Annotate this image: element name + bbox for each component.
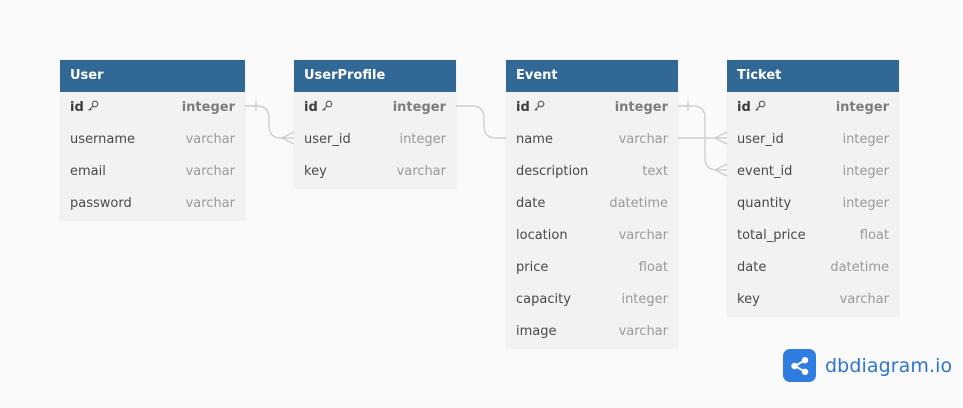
column-name: event_id — [737, 164, 793, 179]
column-row[interactable]: name varchar — [506, 124, 678, 156]
table-header-ticket[interactable]: Ticket — [727, 60, 899, 92]
column-type: integer — [181, 100, 235, 115]
connector-userprofile-event — [456, 105, 506, 139]
column-type: varchar — [396, 164, 446, 179]
column-name: email — [70, 164, 106, 179]
column-name: key — [737, 292, 760, 307]
brand-text: dbdiagram.io — [825, 354, 953, 377]
table-event[interactable]: Event id integer name varchar descriptio… — [506, 60, 678, 348]
column-name: username — [70, 132, 135, 147]
column-row[interactable]: total_price float — [727, 220, 899, 252]
column-name: image — [516, 324, 557, 339]
column-name: capacity — [516, 292, 571, 307]
column-type: integer — [842, 164, 889, 179]
column-type: float — [859, 228, 889, 243]
column-type: integer — [614, 100, 668, 115]
many-marker-userprofile-user-id-a — [281, 131, 295, 139]
table-userprofile[interactable]: UserProfile id integer user_id integer k… — [294, 60, 456, 188]
column-row[interactable]: id integer — [60, 92, 245, 124]
many-marker-ticket-user-id-b — [714, 137, 728, 145]
column-name: total_price — [737, 228, 806, 243]
table-header-userprofile[interactable]: UserProfile — [294, 60, 456, 92]
column-name: quantity — [737, 196, 792, 211]
column-row[interactable]: location varchar — [506, 220, 678, 252]
primary-key-icon — [87, 100, 99, 111]
column-name: key — [304, 164, 327, 179]
column-type: integer — [392, 100, 446, 115]
brand-logo-link[interactable]: dbdiagram.io — [783, 349, 952, 382]
column-row[interactable]: quantity integer — [727, 188, 899, 220]
column-type: datetime — [830, 260, 889, 275]
column-name: user_id — [304, 132, 351, 147]
many-marker-userprofile-user-id-b — [281, 137, 295, 145]
connector-event-ticket — [678, 105, 727, 171]
column-type: varchar — [185, 164, 235, 179]
column-name: price — [516, 260, 549, 275]
column-row[interactable]: id integer — [506, 92, 678, 124]
column-type: integer — [842, 196, 889, 211]
primary-key-icon — [754, 100, 766, 111]
column-row[interactable]: capacity integer — [506, 284, 678, 316]
column-row[interactable]: key varchar — [294, 156, 456, 188]
column-row[interactable]: user_id integer — [294, 124, 456, 156]
column-type: varchar — [618, 132, 668, 147]
primary-key-icon — [321, 100, 333, 111]
column-row[interactable]: key varchar — [727, 284, 899, 316]
column-row[interactable]: event_id integer — [727, 156, 899, 188]
column-type: integer — [842, 132, 889, 147]
column-type: text — [642, 164, 668, 179]
column-name: description — [516, 164, 589, 179]
column-type: varchar — [618, 324, 668, 339]
column-type: varchar — [185, 196, 235, 211]
column-row[interactable]: id integer — [294, 92, 456, 124]
table-user[interactable]: User id integer username varchar email v… — [60, 60, 245, 220]
column-row[interactable]: id integer — [727, 92, 899, 124]
column-name: name — [516, 132, 553, 147]
share-nodes-icon — [783, 349, 816, 382]
table-header-user[interactable]: User — [60, 60, 245, 92]
column-row[interactable]: password varchar — [60, 188, 245, 220]
column-name: id — [516, 100, 530, 115]
column-name: user_id — [737, 132, 784, 147]
column-name: id — [304, 100, 318, 115]
column-row[interactable]: date datetime — [727, 252, 899, 284]
column-name: date — [737, 260, 767, 275]
column-row[interactable]: image varchar — [506, 316, 678, 348]
column-name: id — [737, 100, 751, 115]
column-row[interactable]: username varchar — [60, 124, 245, 156]
column-row[interactable]: price float — [506, 252, 678, 284]
column-row[interactable]: description text — [506, 156, 678, 188]
table-header-event[interactable]: Event — [506, 60, 678, 92]
column-type: datetime — [609, 196, 668, 211]
column-name: location — [516, 228, 568, 243]
column-name: id — [70, 100, 84, 115]
column-type: float — [638, 260, 668, 275]
column-type: varchar — [618, 228, 668, 243]
many-marker-ticket-event-id-b — [714, 169, 728, 177]
column-name: date — [516, 196, 546, 211]
column-type: integer — [835, 100, 889, 115]
column-type: varchar — [839, 292, 889, 307]
column-row[interactable]: user_id integer — [727, 124, 899, 156]
column-row[interactable]: email varchar — [60, 156, 245, 188]
column-type: integer — [621, 292, 668, 307]
primary-key-icon — [533, 100, 545, 111]
table-ticket[interactable]: Ticket id integer user_id integer event_… — [727, 60, 899, 316]
connector-user-userprofile — [245, 105, 294, 139]
many-marker-ticket-event-id-a — [714, 163, 728, 171]
column-type: integer — [399, 132, 446, 147]
column-name: password — [70, 196, 132, 211]
column-row[interactable]: date datetime — [506, 188, 678, 220]
column-type: varchar — [185, 132, 235, 147]
many-marker-ticket-user-id-a — [714, 131, 728, 139]
